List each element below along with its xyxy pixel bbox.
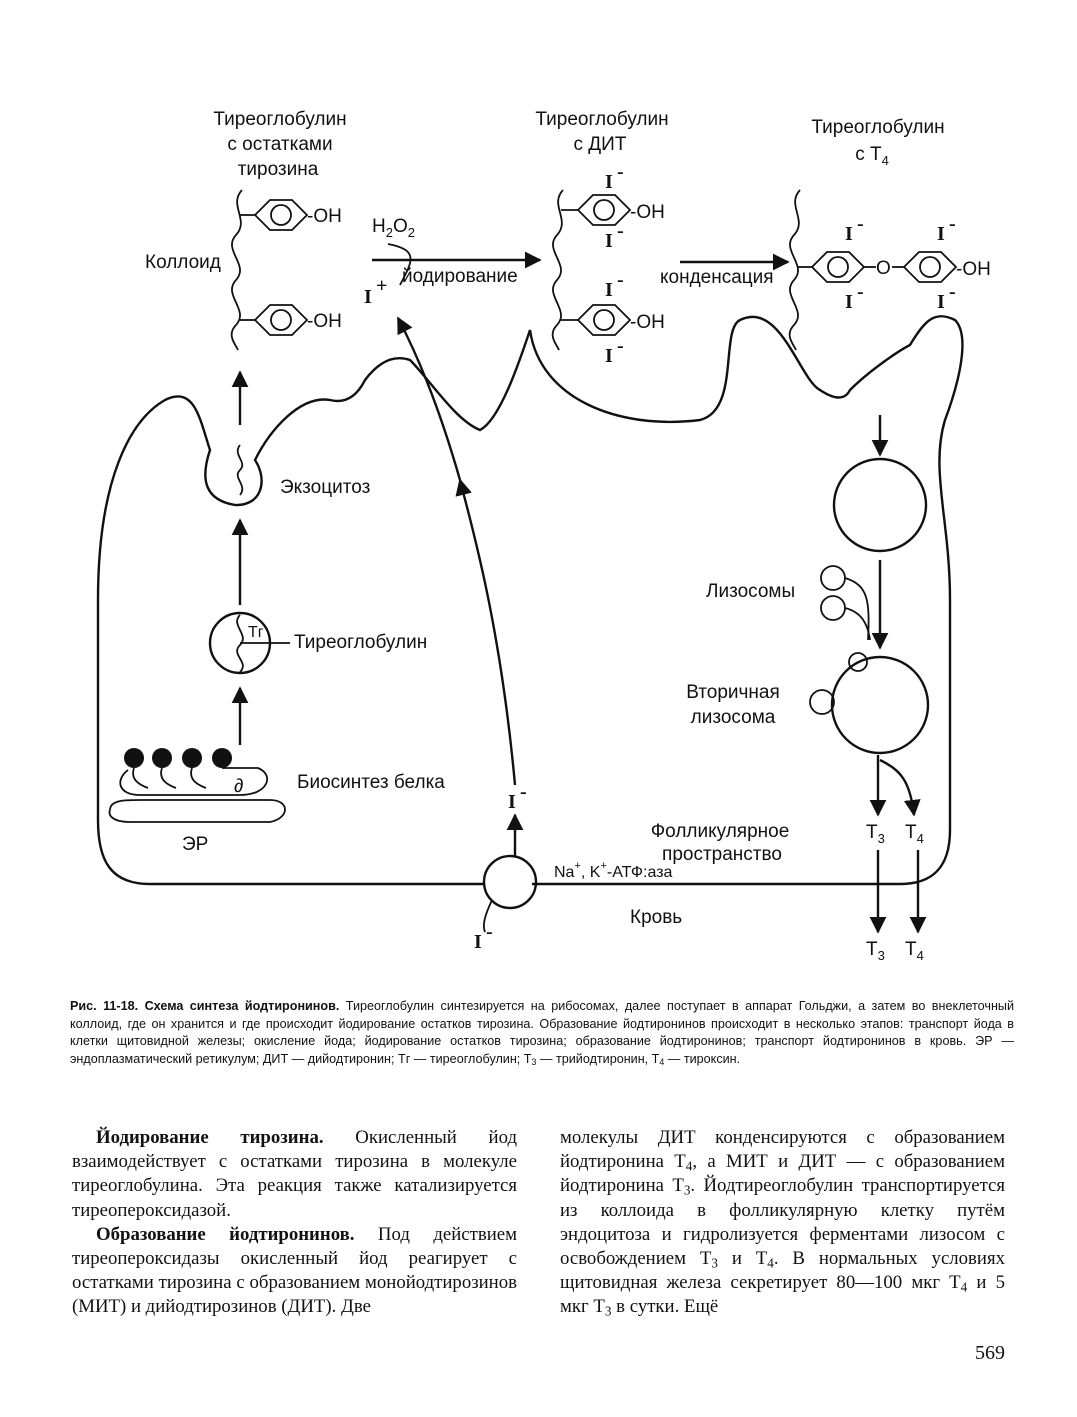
svg-text:Тиреоглобулин: Тиреоглобулин: [213, 109, 346, 130]
label-colloid: Коллоид: [145, 252, 221, 273]
exocytosis-squiggle: [236, 444, 244, 496]
svg-text:Вторичная: Вторичная: [686, 682, 780, 703]
label-lysosomes: Лизосомы: [706, 581, 795, 602]
svg-text:Тг: Тг: [248, 624, 264, 641]
figure-caption: Рис. 11-18. Схема синтеза йодтиронинов. …: [70, 998, 1014, 1068]
svg-text:I: I: [605, 171, 613, 193]
svg-text:с остатками: с остатками: [227, 134, 332, 155]
svg-text:-OH: -OH: [630, 202, 665, 223]
dit-residues: -OH I - I - -OH I - I -: [551, 161, 665, 367]
thyroglobulin-vesicle: Тг: [208, 611, 290, 675]
svg-text:Тиреоглобулин: Тиреоглобулин: [811, 117, 944, 138]
page-number: 569: [975, 1342, 1005, 1364]
caption-label: Рис. 11-18. Схема синтеза йодтиронинов.: [70, 999, 340, 1013]
svg-text:ЭР: ЭР: [182, 834, 208, 855]
svg-text:I: I: [845, 291, 853, 313]
label-tg-t4: Тиреоглобулин с Т4: [811, 117, 944, 168]
svg-text:∂: ∂: [234, 776, 243, 797]
caption-sub: 4: [659, 1056, 665, 1067]
caption-text: — тироксин.: [664, 1051, 741, 1066]
svg-text:лизосома: лизосома: [691, 707, 776, 728]
svg-text:Т3: Т3: [866, 822, 885, 846]
svg-text:Т4: Т4: [905, 939, 924, 963]
svg-text:тирозина: тирозина: [238, 159, 319, 180]
svg-text:Тиреоглобулин: Тиреоглобулин: [535, 109, 668, 130]
svg-text:-: -: [857, 213, 864, 235]
t4-residue: O -OH I - I - I - I -: [788, 189, 991, 351]
label-exocytosis: Экзоцитоз: [280, 477, 370, 498]
paragraph-text: Окисленный йод взаимодействует с остатка…: [72, 1127, 517, 1221]
iodide-transport: I - I -: [396, 316, 538, 953]
label-tg-dit: Тиреоглобулин с ДИТ: [535, 109, 668, 155]
svg-text:Фолликулярное: Фолликулярное: [651, 821, 790, 842]
tyrosine-residues: -OH -OH: [230, 189, 342, 351]
svg-text:с ДИТ: с ДИТ: [574, 134, 627, 155]
text-column-right: молекулы ДИТ конденсируются с образовани…: [560, 1126, 1005, 1320]
svg-text:конденсация: конденсация: [660, 267, 774, 288]
svg-text:-: -: [617, 220, 624, 242]
svg-text:Т4: Т4: [905, 822, 924, 846]
svg-text:Na+, K+-АТФ:аза: Na+, K+-АТФ:аза: [554, 860, 673, 881]
svg-text:I: I: [937, 223, 945, 245]
svg-text:-: -: [486, 921, 493, 943]
svg-text:-: -: [949, 213, 956, 235]
hormone-release: Т3 Т4 Т3 Т4: [866, 755, 927, 963]
caption-text: Тиреоглобулин синтезируется на рибосомах…: [70, 999, 1014, 1066]
svg-text:-: -: [617, 335, 624, 357]
svg-text:I: I: [474, 931, 482, 953]
iodination-step: H2O2 йодирование I +: [364, 216, 542, 308]
paragraph-iodination: Йодирование тирозина. Окисленный йод вза…: [72, 1126, 517, 1223]
svg-text:-: -: [949, 281, 956, 303]
svg-text:-OH: -OH: [307, 311, 342, 332]
svg-text:-OH: -OH: [307, 206, 342, 227]
svg-text:Т3: Т3: [866, 939, 885, 963]
svg-text:I: I: [508, 791, 516, 813]
svg-text:-OH: -OH: [630, 312, 665, 333]
svg-text:с Т4: с Т4: [855, 144, 889, 168]
svg-text:I: I: [845, 223, 853, 245]
svg-text:I: I: [605, 230, 613, 252]
svg-text:I: I: [605, 279, 613, 301]
label-atpase: Na+, K+-АТФ:аза: [554, 860, 673, 881]
paragraph-text: Под действием тиреопероксидазы окисленны…: [72, 1223, 517, 1318]
svg-text:I: I: [364, 286, 372, 308]
svg-text:-: -: [617, 161, 624, 183]
caption-sub: 3: [531, 1056, 537, 1067]
thyroid-hormone-synthesis-diagram: Тиреоглобулин с остатками тирозина Тирео…: [96, 109, 991, 963]
label-tg-tyrosine: Тиреоглобулин с остатками тирозина: [213, 109, 346, 180]
svg-text:O: O: [876, 258, 891, 279]
endocytic-vesicle: [832, 457, 928, 553]
svg-text:-OH: -OH: [956, 259, 991, 280]
paragraph-iodothyronine-formation: Образование йодтиронинов. Под действием …: [72, 1223, 517, 1320]
svg-text:йодирование: йодирование: [402, 266, 518, 287]
label-follicular-space: Фолликулярное пространство: [651, 821, 790, 865]
secondary-lysosome: [809, 652, 930, 755]
paragraph-continuation: молекулы ДИТ конденсируются с образовани…: [560, 1127, 1006, 1319]
er-ribosomes: ∂ ЭР: [108, 748, 286, 855]
cell-membrane: [96, 315, 964, 886]
svg-text:-: -: [617, 269, 624, 291]
svg-text:I: I: [937, 291, 945, 313]
caption-text: — трийодтиронин, Т: [536, 1051, 660, 1066]
lysosomes: [820, 560, 889, 650]
paragraph-heading: Образование йодтиронинов.: [96, 1223, 355, 1245]
label-secondary-lysosome: Вторичная лизосома: [686, 682, 780, 728]
svg-text:пространство: пространство: [662, 844, 782, 865]
label-blood: Кровь: [630, 907, 682, 928]
label-thyroglobulin: Тиреоглобулин: [294, 632, 427, 653]
svg-text:-: -: [520, 781, 527, 803]
label-protein-biosynthesis: Биосинтез белка: [297, 772, 445, 793]
svg-text:H2O2: H2O2: [372, 216, 415, 240]
condensation-step: конденсация: [660, 253, 790, 288]
paragraph-heading: Йодирование тирозина.: [96, 1127, 324, 1148]
svg-text:+: +: [376, 275, 387, 297]
svg-text:-: -: [857, 281, 864, 303]
text-column-left: Йодирование тирозина. Окисленный йод вза…: [72, 1126, 517, 1320]
svg-text:I: I: [605, 345, 613, 367]
